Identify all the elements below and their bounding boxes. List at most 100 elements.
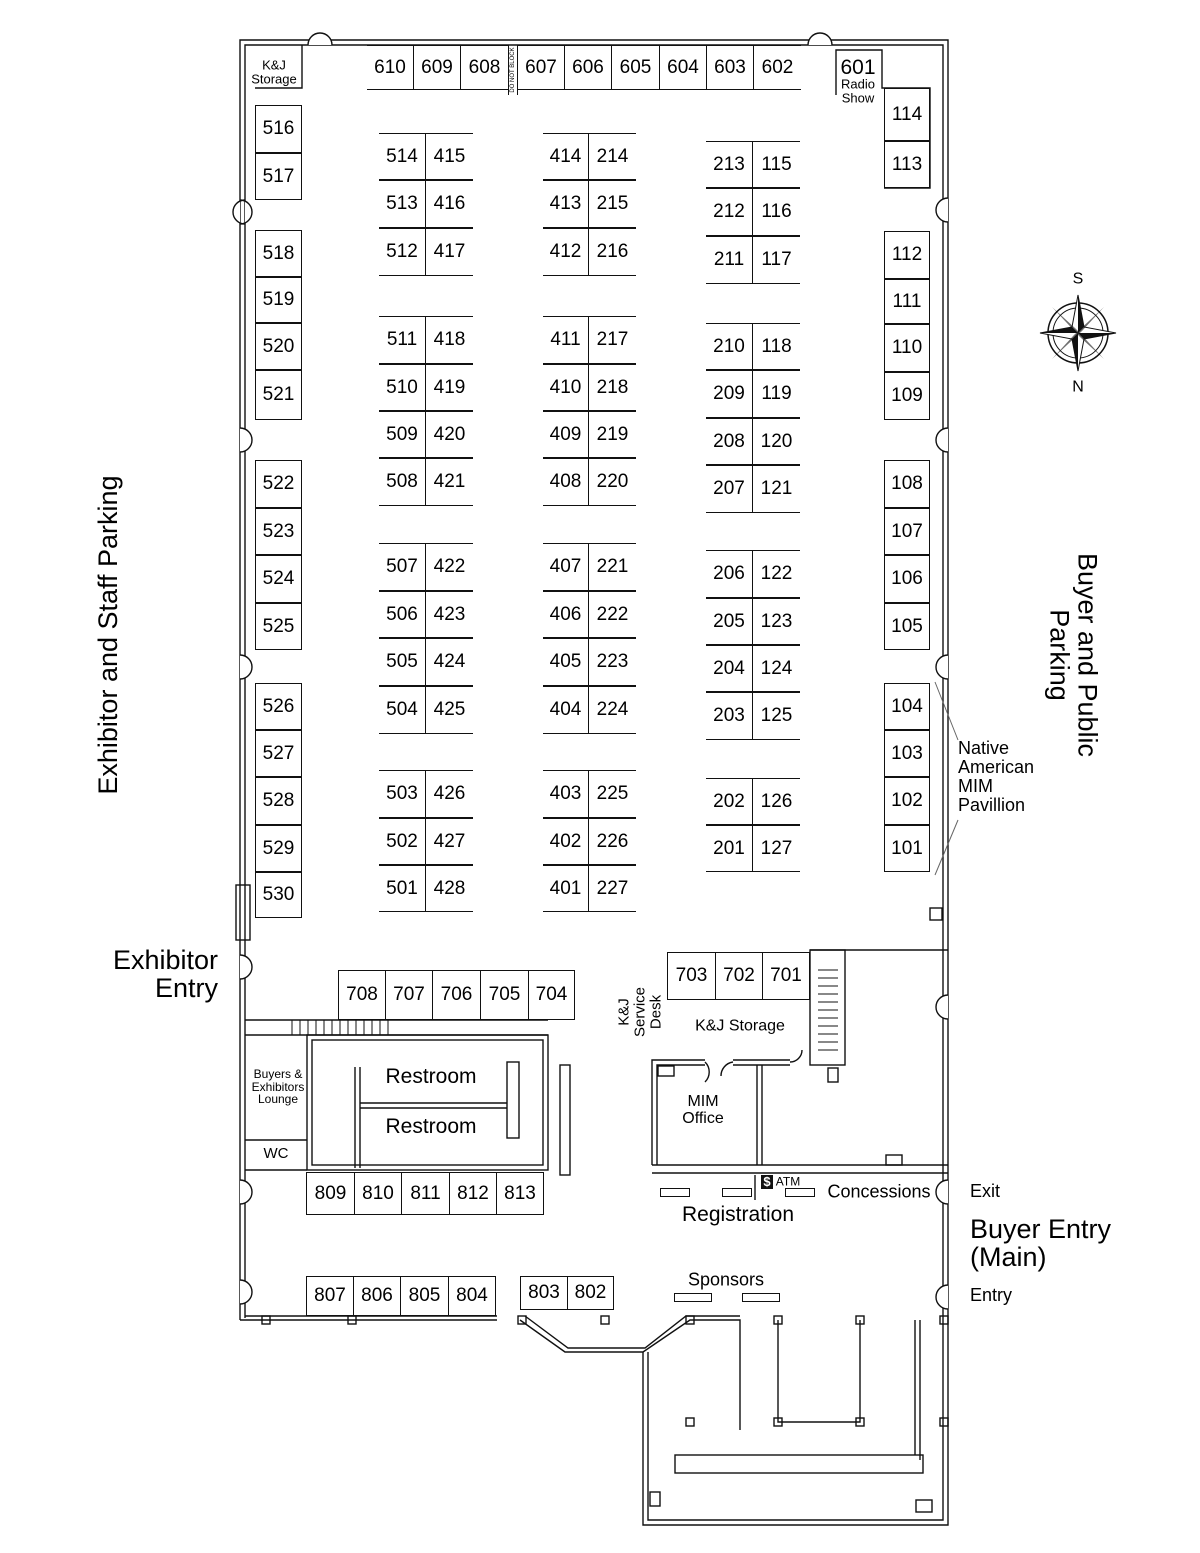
booth[interactable]: 702 xyxy=(715,952,762,1000)
booth[interactable]: 604 xyxy=(660,45,707,90)
booth[interactable]: 402 xyxy=(543,818,589,865)
booth[interactable]: 219 xyxy=(589,411,636,458)
booth[interactable]: 503 xyxy=(379,770,426,818)
booth[interactable]: 706 xyxy=(432,970,480,1020)
booth[interactable]: 115 xyxy=(753,141,800,188)
booth[interactable]: 104 xyxy=(884,683,930,730)
booth[interactable]: 224 xyxy=(589,686,636,734)
booth[interactable]: 206 xyxy=(706,550,753,598)
booth[interactable]: 811 xyxy=(401,1172,449,1215)
booth[interactable]: 214 xyxy=(589,133,636,180)
booth[interactable]: 504 xyxy=(379,686,426,734)
booth[interactable]: 523 xyxy=(255,508,302,555)
booth[interactable]: 522 xyxy=(255,460,302,508)
booth[interactable]: 419 xyxy=(426,364,473,411)
booth[interactable]: 526 xyxy=(255,683,302,730)
booth[interactable]: 105 xyxy=(884,603,930,650)
booth[interactable]: 802 xyxy=(567,1276,614,1310)
booth[interactable]: 111 xyxy=(884,279,930,324)
booth[interactable]: 806 xyxy=(353,1276,400,1316)
booth[interactable]: 516 xyxy=(255,105,302,153)
booth[interactable]: 223 xyxy=(589,638,636,686)
booth[interactable]: 525 xyxy=(255,603,302,650)
booth[interactable]: 506 xyxy=(379,591,426,638)
booth[interactable]: 510 xyxy=(379,364,426,411)
booth[interactable]: 519 xyxy=(255,277,302,323)
booth[interactable]: 225 xyxy=(589,770,636,818)
booth[interactable]: 812 xyxy=(449,1172,496,1215)
booth[interactable]: 101 xyxy=(884,825,930,872)
booth[interactable]: 221 xyxy=(589,543,636,591)
booth[interactable]: 119 xyxy=(753,370,800,418)
booth[interactable]: 411 xyxy=(543,316,589,364)
booth[interactable]: 404 xyxy=(543,686,589,734)
booth[interactable]: 202 xyxy=(706,778,753,825)
booth[interactable]: 220 xyxy=(589,458,636,506)
booth[interactable]: 203 xyxy=(706,692,753,740)
booth[interactable]: 509 xyxy=(379,411,426,458)
booth[interactable]: 125 xyxy=(753,692,800,740)
booth[interactable]: 103 xyxy=(884,730,930,777)
booth[interactable]: 120 xyxy=(753,418,800,465)
booth[interactable]: 501 xyxy=(379,865,426,912)
booth[interactable]: 804 xyxy=(448,1276,496,1316)
booth[interactable]: 528 xyxy=(255,777,302,825)
booth[interactable]: 704 xyxy=(528,970,575,1020)
booth[interactable]: 409 xyxy=(543,411,589,458)
booth[interactable]: 427 xyxy=(426,818,473,865)
booth[interactable]: 517 xyxy=(255,153,302,200)
booth[interactable]: 610 xyxy=(367,45,414,90)
booth[interactable]: 529 xyxy=(255,825,302,872)
booth[interactable]: 607 xyxy=(518,45,565,90)
booth[interactable]: 414 xyxy=(543,133,589,180)
booth[interactable]: 106 xyxy=(884,555,930,603)
booth[interactable]: 117 xyxy=(753,236,800,284)
booth[interactable]: 703 xyxy=(667,952,715,1000)
booth[interactable]: 207 xyxy=(706,465,753,513)
booth[interactable]: 603 xyxy=(707,45,754,90)
booth[interactable]: 521 xyxy=(255,370,302,420)
booth[interactable]: 417 xyxy=(426,228,473,276)
booth[interactable]: 116 xyxy=(753,188,800,236)
booth[interactable]: 416 xyxy=(426,180,473,228)
booth[interactable]: 218 xyxy=(589,364,636,411)
booth[interactable]: 217 xyxy=(589,316,636,364)
booth[interactable]: 809 xyxy=(306,1172,354,1215)
booth[interactable]: 126 xyxy=(753,778,800,825)
booth[interactable]: 609 xyxy=(414,45,461,90)
booth-601[interactable]: 601 xyxy=(840,55,876,79)
booth[interactable]: 512 xyxy=(379,228,426,276)
booth[interactable]: 108 xyxy=(884,460,930,508)
booth[interactable]: 608 xyxy=(461,45,508,90)
booth[interactable]: 701 xyxy=(762,952,810,1000)
booth[interactable]: 102 xyxy=(884,777,930,825)
booth[interactable]: 813 xyxy=(496,1172,544,1215)
booth[interactable]: 606 xyxy=(565,45,612,90)
booth[interactable]: 502 xyxy=(379,818,426,865)
booth[interactable]: 425 xyxy=(426,686,473,734)
booth[interactable]: 423 xyxy=(426,591,473,638)
booth[interactable]: 122 xyxy=(753,550,800,598)
booth[interactable]: 426 xyxy=(426,770,473,818)
booth[interactable]: 420 xyxy=(426,411,473,458)
booth[interactable]: 527 xyxy=(255,730,302,777)
booth[interactable]: 401 xyxy=(543,865,589,912)
booth[interactable]: 210 xyxy=(706,323,753,370)
booth[interactable]: 410 xyxy=(543,364,589,411)
booth[interactable]: 530 xyxy=(255,872,302,918)
booth[interactable]: 406 xyxy=(543,591,589,638)
booth[interactable]: 418 xyxy=(426,316,473,364)
booth[interactable]: 605 xyxy=(612,45,660,90)
booth[interactable]: 508 xyxy=(379,458,426,506)
booth[interactable]: 505 xyxy=(379,638,426,686)
booth[interactable]: 204 xyxy=(706,645,753,692)
booth[interactable]: 707 xyxy=(385,970,432,1020)
booth[interactable]: 127 xyxy=(753,825,800,872)
booth[interactable]: 212 xyxy=(706,188,753,236)
booth[interactable]: 124 xyxy=(753,645,800,692)
booth[interactable]: 708 xyxy=(338,970,385,1020)
booth[interactable]: 520 xyxy=(255,323,302,370)
booth[interactable]: 215 xyxy=(589,180,636,228)
booth[interactable]: 222 xyxy=(589,591,636,638)
booth[interactable]: 413 xyxy=(543,180,589,228)
